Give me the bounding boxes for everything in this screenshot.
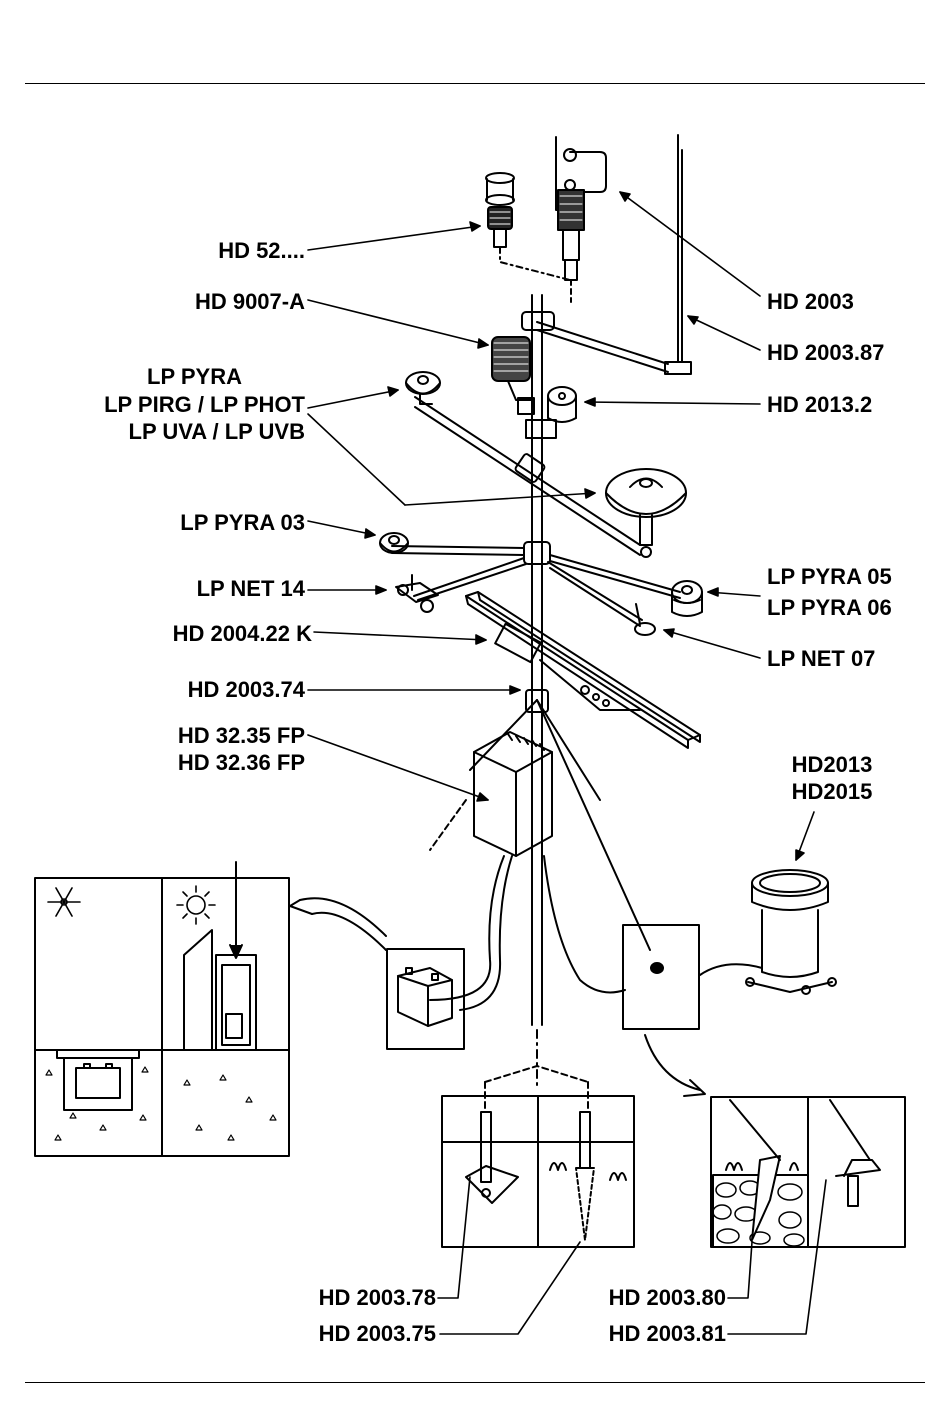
rain-gauge	[700, 870, 836, 994]
label-hd200380: HD 2003.80	[609, 1285, 726, 1310]
anchor-inset	[711, 1097, 905, 1247]
hd2003-anemometer	[556, 137, 606, 302]
label-hd20132: HD 2013.2	[767, 392, 872, 417]
label-lp-pyra03: LP PYRA 03	[180, 510, 305, 535]
leader-lines	[308, 192, 826, 1334]
mast-clamp	[470, 690, 650, 950]
label-lp-pyra: LP PYRA	[147, 364, 242, 389]
label-hd2013: HD2013	[792, 752, 873, 777]
sun-icon	[177, 886, 215, 924]
label-lp-pyra06: LP PYRA 06	[767, 595, 892, 620]
hd9007a-shield	[492, 337, 534, 414]
label-hd2003: HD 2003	[767, 289, 854, 314]
label-hd200422k: HD 2004.22 K	[173, 621, 313, 646]
label-hd200375: HD 2003.75	[319, 1321, 436, 1346]
label-lp-pyra05: LP PYRA 05	[767, 564, 892, 589]
snowflake-icon	[48, 888, 80, 916]
label-lp-net14: LP NET 14	[197, 576, 306, 601]
label-lp-net07: LP NET 07	[767, 646, 875, 671]
install-inset	[35, 862, 289, 1156]
datalogger-box	[430, 732, 625, 1010]
label-hd9007a: HD 9007-A	[195, 289, 305, 314]
label-hd200387: HD 2003.87	[767, 340, 884, 365]
label-hd200378: HD 2003.78	[319, 1285, 436, 1310]
label-lp-uva-uvb: LP UVA / LP UVB	[129, 419, 305, 444]
label-hd200374: HD 2003.74	[188, 677, 306, 702]
label-hd3235fp: HD 32.35 FP	[178, 723, 305, 748]
battery-inset	[290, 898, 464, 1049]
label-hd2015: HD2015	[792, 779, 873, 804]
solar-panel	[466, 592, 700, 748]
mast-base-inset	[442, 1066, 634, 1247]
pyranometer-arm	[406, 372, 686, 557]
cable-inset	[623, 925, 705, 1096]
label-hd3236fp: HD 32.36 FP	[178, 750, 305, 775]
label-hd200381: HD 2003.81	[609, 1321, 726, 1346]
label-lp-pirg-phot: LP PIRG / LP PHOT	[104, 392, 305, 417]
label-hd52: HD 52....	[218, 238, 305, 263]
